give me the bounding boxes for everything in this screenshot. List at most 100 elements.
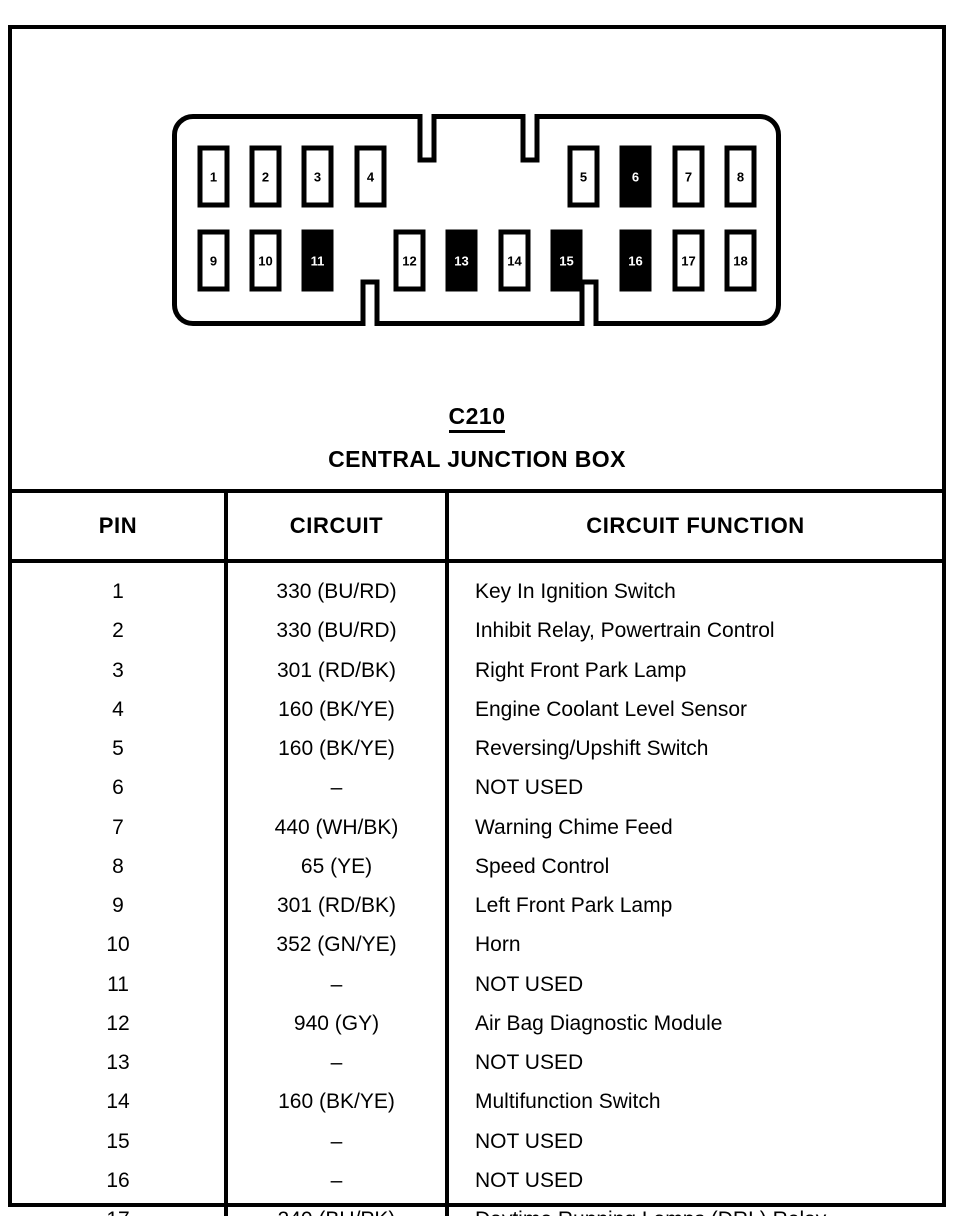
cell-circuit-function: Daytime Running Lamps (DRL) Relay xyxy=(447,1200,942,1216)
pin-cavity-label-4: 4 xyxy=(367,169,375,184)
pin-cavity-label-5: 5 xyxy=(580,169,587,184)
cell-circuit-function: Air Bag Diagnostic Module xyxy=(475,1011,723,1035)
connector-outline-path xyxy=(172,114,781,326)
pin-cavity-label-8: 8 xyxy=(737,169,744,184)
pin-row-bottom: 9 10 11 12 1 xyxy=(197,229,757,292)
pin-cavity-label-15: 15 xyxy=(559,253,573,268)
table-header-row: PIN CIRCUIT CIRCUIT FUNCTION xyxy=(12,493,942,563)
pin-cavity-13[interactable]: 13 xyxy=(445,229,478,292)
column-header-pin: PIN xyxy=(12,493,228,563)
cell-circuit: 160 (BK/YE) xyxy=(226,1082,449,1122)
cell-circuit-function: NOT USED xyxy=(475,1051,584,1075)
pin-cavity-15[interactable]: 15 xyxy=(550,229,583,292)
pin-cavity-1[interactable]: 1 xyxy=(197,145,230,208)
pin-cavity-7[interactable]: 7 xyxy=(672,145,705,208)
pin-cavity-label-3: 3 xyxy=(314,169,321,184)
table-row: 13 – NOT USED xyxy=(12,1043,942,1083)
cell-circuit: 301 (RD/BK) xyxy=(226,886,449,926)
table-row: 8 65 (YE) Speed Control xyxy=(12,846,942,887)
cell-pin: 1 xyxy=(12,561,228,612)
cell-pin: 17 xyxy=(12,1200,228,1216)
cell-circuit: – xyxy=(226,1121,449,1161)
pin-cavity-3[interactable]: 3 xyxy=(301,145,334,208)
cell-circuit-function: NOT USED xyxy=(475,972,584,996)
cell-circuit: 330 (BU/RD) xyxy=(226,561,449,612)
diagram-outer-frame: 1 2 3 4 5 xyxy=(8,25,946,1216)
pin-cavity-label-1: 1 xyxy=(210,169,217,184)
pin-cavity-label-9: 9 xyxy=(210,253,217,268)
cell-circuit-function: Horn xyxy=(475,933,521,957)
cell-circuit-function: Reversing/Upshift Switch xyxy=(475,737,709,761)
cell-circuit: 301 (RD/BK) xyxy=(226,650,449,690)
cell-circuit-function: Key In Ignition Switch xyxy=(475,580,676,603)
pin-cavity-14[interactable]: 14 xyxy=(498,229,531,292)
pin-table-container: PIN CIRCUIT CIRCUIT FUNCTION 1 330 (BU/R… xyxy=(12,489,942,1216)
pin-cavity-12[interactable]: 12 xyxy=(393,229,426,292)
pin-cavity-label-14: 14 xyxy=(507,253,522,268)
table-row: 4 160 (BK/YE) Engine Coolant Level Senso… xyxy=(12,689,942,730)
pin-row-top: 1 2 3 4 5 xyxy=(197,145,757,208)
pin-cavity-label-7: 7 xyxy=(685,169,692,184)
cell-pin: 16 xyxy=(12,1160,228,1201)
pin-cavity-18[interactable]: 18 xyxy=(724,229,757,292)
table-row: 10 352 (GN/YE) Horn xyxy=(12,925,942,965)
cell-pin: 4 xyxy=(12,689,228,730)
cell-circuit-function: NOT USED xyxy=(475,1129,584,1153)
pin-cavity-5[interactable]: 5 xyxy=(567,145,600,208)
cell-pin: 13 xyxy=(12,1043,228,1083)
column-header-circuit: CIRCUIT xyxy=(226,493,449,563)
cell-circuit-function: Speed Control xyxy=(475,854,610,878)
pin-cavity-label-16: 16 xyxy=(628,253,642,268)
table-row: 6 – NOT USED xyxy=(12,768,942,808)
pin-cavity-17[interactable]: 17 xyxy=(672,229,705,292)
table-row: 3 301 (RD/BK) Right Front Park Lamp xyxy=(12,650,942,690)
cell-pin: 5 xyxy=(12,729,228,769)
connector-id-label: C210 xyxy=(448,404,506,434)
cell-circuit-function: NOT USED xyxy=(475,776,584,800)
cell-circuit-function: Multifunction Switch xyxy=(475,1090,661,1114)
pin-cavity-4[interactable]: 4 xyxy=(354,145,387,208)
cell-circuit-function: Engine Coolant Level Sensor xyxy=(475,697,748,721)
table-row: 12 940 (GY) Air Bag Diagnostic Module xyxy=(12,1003,942,1044)
cell-circuit: 240 (BU/PK) xyxy=(226,1200,449,1216)
pin-cavity-10[interactable]: 10 xyxy=(249,229,282,292)
pin-cavity-16[interactable]: 16 xyxy=(619,229,652,292)
connector-caption: C210 CENTRAL JUNCTION BOX xyxy=(12,404,942,473)
cell-pin: 12 xyxy=(12,1003,228,1044)
cell-pin: 15 xyxy=(12,1121,228,1161)
pin-cavity-label-18: 18 xyxy=(733,253,747,268)
pin-cavity-label-12: 12 xyxy=(402,253,416,268)
cell-circuit: 160 (BK/YE) xyxy=(226,689,449,730)
pin-cavity-label-11: 11 xyxy=(311,253,325,268)
cell-circuit: 352 (GN/YE) xyxy=(226,925,449,965)
connector-body-svg: 1 2 3 4 5 xyxy=(172,114,781,326)
connector-illustration: 1 2 3 4 5 xyxy=(12,29,942,472)
table-row: 15 – NOT USED xyxy=(12,1121,942,1161)
cell-circuit-function: Left Front Park Lamp xyxy=(475,894,673,918)
cell-circuit: 940 (GY) xyxy=(226,1003,449,1044)
cell-circuit: – xyxy=(226,964,449,1004)
table-row: 2 330 (BU/RD) Inhibit Relay, Powertrain … xyxy=(12,611,942,651)
table-row: 9 301 (RD/BK) Left Front Park Lamp xyxy=(12,886,942,926)
cell-circuit-function: Inhibit Relay, Powertrain Control xyxy=(475,619,775,643)
cell-pin: 7 xyxy=(12,807,228,847)
pin-cavity-8[interactable]: 8 xyxy=(724,145,757,208)
connector-name-label: CENTRAL JUNCTION BOX xyxy=(328,446,626,473)
cell-circuit: – xyxy=(226,1160,449,1201)
cell-circuit: – xyxy=(226,768,449,808)
cell-circuit: 65 (YE) xyxy=(226,846,449,887)
cell-circuit: – xyxy=(226,1043,449,1083)
table-row: 14 160 (BK/YE) Multifunction Switch xyxy=(12,1082,942,1122)
pin-cavity-6[interactable]: 6 xyxy=(619,145,652,208)
pin-cavity-label-2: 2 xyxy=(262,169,269,184)
pin-cavity-9[interactable]: 9 xyxy=(197,229,230,292)
cell-circuit: 440 (WH/BK) xyxy=(226,807,449,847)
table-row: 11 – NOT USED xyxy=(12,964,942,1004)
pin-cavity-label-17: 17 xyxy=(681,253,695,268)
cell-pin: 11 xyxy=(12,964,228,1004)
pin-cavity-2[interactable]: 2 xyxy=(249,145,282,208)
cell-pin: 6 xyxy=(12,768,228,808)
table-row: 17 240 (BU/PK) Daytime Running Lamps (DR… xyxy=(12,1200,942,1216)
pin-cavity-11[interactable]: 11 xyxy=(301,229,334,292)
